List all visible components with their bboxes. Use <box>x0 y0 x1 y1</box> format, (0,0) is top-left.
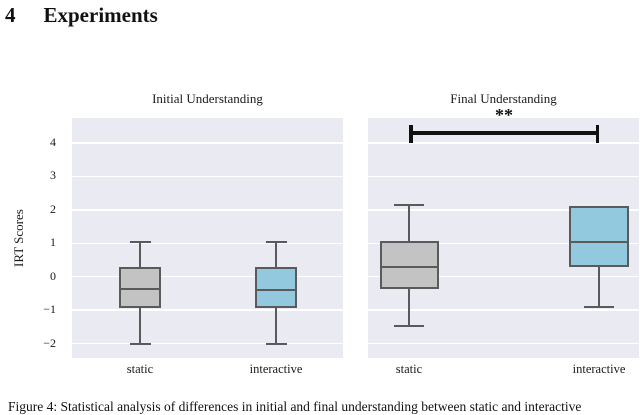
gridline <box>368 309 639 311</box>
box-static <box>379 240 439 290</box>
whisker-cap <box>265 342 287 345</box>
y-tick-label: 4 <box>50 135 56 150</box>
gridline <box>368 242 639 245</box>
boxplot-panel <box>72 118 343 358</box>
gridline <box>72 309 343 311</box>
y-tick-label: −1 <box>43 302 56 317</box>
box-interactive <box>255 267 297 309</box>
gridline <box>368 142 639 144</box>
x-tick-label-static: static <box>126 362 154 376</box>
y-tick-label: 0 <box>50 268 56 283</box>
y-tick-label: 2 <box>50 201 56 216</box>
whisker-line <box>139 308 141 344</box>
whisker-cap <box>265 240 287 243</box>
panel-title: Final Understanding <box>450 91 557 106</box>
whisker-line <box>408 204 410 241</box>
y-tick-label: 1 <box>50 235 56 250</box>
significance-stars: ** <box>495 105 513 125</box>
significance-bracket-cap <box>595 125 599 143</box>
median-line <box>255 289 297 292</box>
figure-caption: Figure 4: Statistical analysis of differ… <box>8 399 582 414</box>
box-interactive <box>569 205 629 268</box>
y-tick-label: 3 <box>50 168 56 183</box>
x-tick-label-interactive: interactive <box>249 362 303 376</box>
gridline <box>368 342 639 345</box>
median-line <box>119 288 161 291</box>
gridline <box>72 175 343 178</box>
whisker-line <box>408 289 410 327</box>
whisker-line <box>598 267 600 308</box>
significance-bracket-cap <box>409 125 413 143</box>
whisker-cap <box>129 240 151 243</box>
gridline <box>368 175 639 178</box>
gridline <box>72 242 343 245</box>
whisker-cap <box>394 325 424 328</box>
y-axis-label: IRT Scores <box>11 209 26 267</box>
section-number: 4 <box>5 3 16 27</box>
gridline <box>72 275 343 278</box>
x-tick-label-interactive: interactive <box>572 362 626 376</box>
median-line <box>379 265 439 268</box>
x-tick-label-static: static <box>395 362 423 376</box>
median-line <box>569 240 629 243</box>
gridline <box>368 275 639 278</box>
section-heading: 4 Experiments <box>5 3 158 28</box>
whisker-line <box>139 241 141 268</box>
whisker-cap <box>584 306 614 309</box>
section-title: Experiments <box>43 3 158 27</box>
box-static <box>119 267 161 309</box>
boxplot-panel <box>368 118 639 358</box>
y-tick-label: −2 <box>43 335 56 350</box>
panel-title: Initial Understanding <box>152 91 263 106</box>
gridline <box>72 342 343 345</box>
whisker-cap <box>129 342 151 345</box>
gridline <box>72 209 343 211</box>
significance-bracket <box>409 131 599 135</box>
gridline <box>72 142 343 144</box>
whisker-line <box>275 241 277 268</box>
whisker-cap <box>394 203 424 206</box>
whisker-line <box>275 308 277 344</box>
gridline <box>368 209 639 211</box>
